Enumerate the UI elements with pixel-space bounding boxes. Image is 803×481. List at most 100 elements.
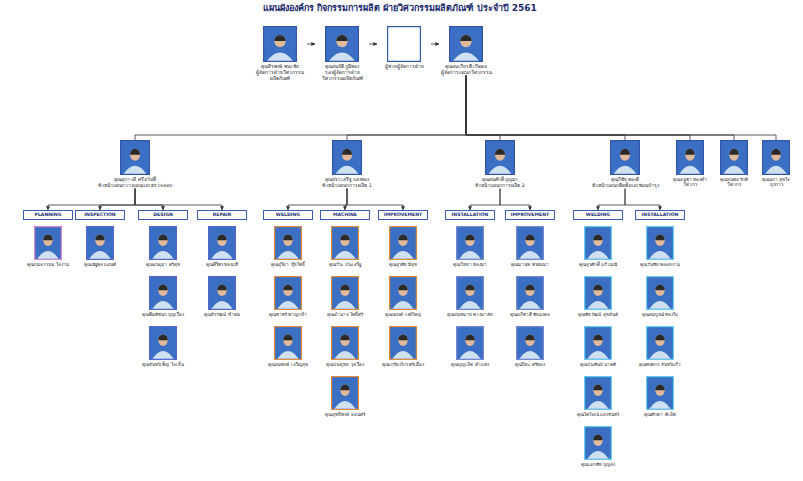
photo-frame (585, 327, 612, 360)
person-photo (449, 26, 483, 62)
person-name: คุณจิรพงษ์ ชนะชัย (253, 64, 307, 70)
person-body (392, 301, 413, 309)
person-name: คุณสุทธิพงษ์ อ่อนศรี (320, 412, 370, 417)
person-body (649, 251, 670, 259)
vacant-position: ผู้ช่วยผู้จัดการฝ่าย (377, 26, 431, 70)
photo-frame (333, 141, 362, 175)
org-connector (135, 189, 222, 211)
person-photo (762, 140, 790, 175)
photo-frame (517, 327, 544, 360)
position-title: วิศวกร (669, 182, 711, 187)
person-photo (274, 326, 302, 360)
org-connector (470, 189, 500, 211)
person-photo (516, 226, 544, 260)
person-head (465, 235, 475, 247)
position-title: หัวหน้าแผนกวางแผนและตรวจสอบ (98, 183, 172, 189)
person-hair (340, 235, 350, 241)
person-body (334, 251, 355, 259)
person-name: คุณเกรียงไกร ศรีเมือง (378, 362, 428, 367)
position-title: ธุรการ (755, 182, 797, 187)
photo-frame (390, 277, 417, 310)
photo-frame (647, 327, 674, 360)
photo-frame (390, 327, 417, 360)
photo-frame (390, 227, 417, 260)
person-hair (283, 285, 293, 291)
person-name: คุณประพันธ์ นาคดี (573, 362, 623, 367)
person-hair (158, 335, 168, 341)
org-connector (466, 76, 690, 141)
person-card: คุณมานพ พรหมมา (505, 226, 555, 267)
person-body (329, 52, 355, 60)
person-body (89, 251, 110, 259)
person-card: คุณบุญเลิศ คำแหง (445, 326, 495, 367)
person-body (649, 401, 670, 409)
person-card: คุณศิริพร ทองแท้ (197, 226, 247, 267)
person-photo (584, 376, 612, 410)
photo-frame (585, 377, 612, 410)
person-photo (646, 326, 674, 360)
person-card: คุณสมศักดิ์ บุญมาหัวหน้าแผนกการผลิต 2 (463, 140, 537, 189)
person-name: คุณไพโรจน์ แสงจันทร์ (573, 412, 623, 417)
person-name: คุณสมศักดิ์ บุญมา (463, 177, 537, 183)
person-hair (95, 235, 105, 241)
position-title: หัวหน้าแผนกการผลิต 2 (463, 183, 537, 189)
person-photo (86, 226, 114, 260)
org-connector (100, 189, 135, 211)
person-head (593, 235, 603, 247)
photo-frame (264, 27, 297, 62)
person-head (398, 235, 408, 247)
person-card: คุณพิมพ์ชนก บุญเรือง (138, 276, 188, 317)
person-card: คุณวิชัย ทองดีหัวหน้าแผนกติดตั้งและซ่อมบ… (588, 140, 662, 189)
person-body (392, 351, 413, 359)
person-head (593, 385, 603, 397)
person-body (519, 251, 540, 259)
person-name: ผู้ช่วยผู้จัดการฝ่าย (377, 64, 431, 70)
person-card: คุณณัฐพล แสนดี (75, 226, 125, 267)
org-connector (598, 189, 625, 211)
person-name: คุณวีระ ประเสริฐ (320, 262, 370, 267)
person-name: คุณสมพงษ์ เจริญสุข (263, 362, 313, 367)
photo-frame (209, 277, 236, 310)
photo-frame (326, 27, 359, 62)
person-name: คุณณัฐพล แสนดี (75, 262, 125, 267)
section-header: REPAIR (197, 210, 247, 220)
org-connector (288, 189, 347, 211)
person-body (334, 351, 355, 359)
person-body (459, 251, 480, 259)
person-card: คุณสมพงษ์ เจริญสุข (263, 326, 313, 367)
person-head (217, 285, 227, 297)
org-connector (135, 189, 163, 211)
person-hair (342, 149, 352, 155)
person-body (614, 166, 637, 174)
photo-frame (763, 141, 790, 175)
person-name: คุณปิยะ ศรีทอง (505, 362, 555, 367)
person-name: คุณสมหมาย พวงมาลัย (445, 312, 495, 317)
photo-frame (721, 141, 748, 175)
photo-frame (150, 227, 177, 260)
person-head (655, 235, 665, 247)
org-connector (431, 44, 439, 45)
person-head (525, 335, 535, 347)
position-title: ผู้จัดการแผนกวิศวกรรม (439, 70, 493, 76)
person-body (334, 401, 355, 409)
photo-frame (647, 277, 674, 310)
person-body (519, 351, 540, 359)
person-head (274, 35, 286, 47)
person-body (336, 166, 359, 174)
person-photo (120, 140, 150, 175)
chart-title: แผนผังองค์กร กิจกรรมการผลิต ฝ่ายวิศวกรรม… (150, 3, 650, 14)
photo-frame (388, 27, 421, 62)
photo-frame (585, 277, 612, 310)
person-photo (331, 226, 359, 260)
section-header: DESIGN (138, 210, 188, 220)
person-hair (685, 149, 695, 155)
section-name: INSTALLATION (447, 212, 493, 218)
person-head (655, 335, 665, 347)
person-card: คุณอรอุมา ศรีสุข (138, 226, 188, 267)
person-card: คุณไพโรจน์ แสงจันทร์ (573, 376, 623, 417)
position-title: ผู้จัดการฝ่ายวิศวกรรมผลิตภัณฑ์ (253, 70, 307, 82)
person-head (340, 335, 350, 347)
person-card: คุณชัยวัฒน์ สุขสันต์ (573, 276, 623, 317)
person-photo (389, 326, 417, 360)
person-head (43, 235, 53, 247)
